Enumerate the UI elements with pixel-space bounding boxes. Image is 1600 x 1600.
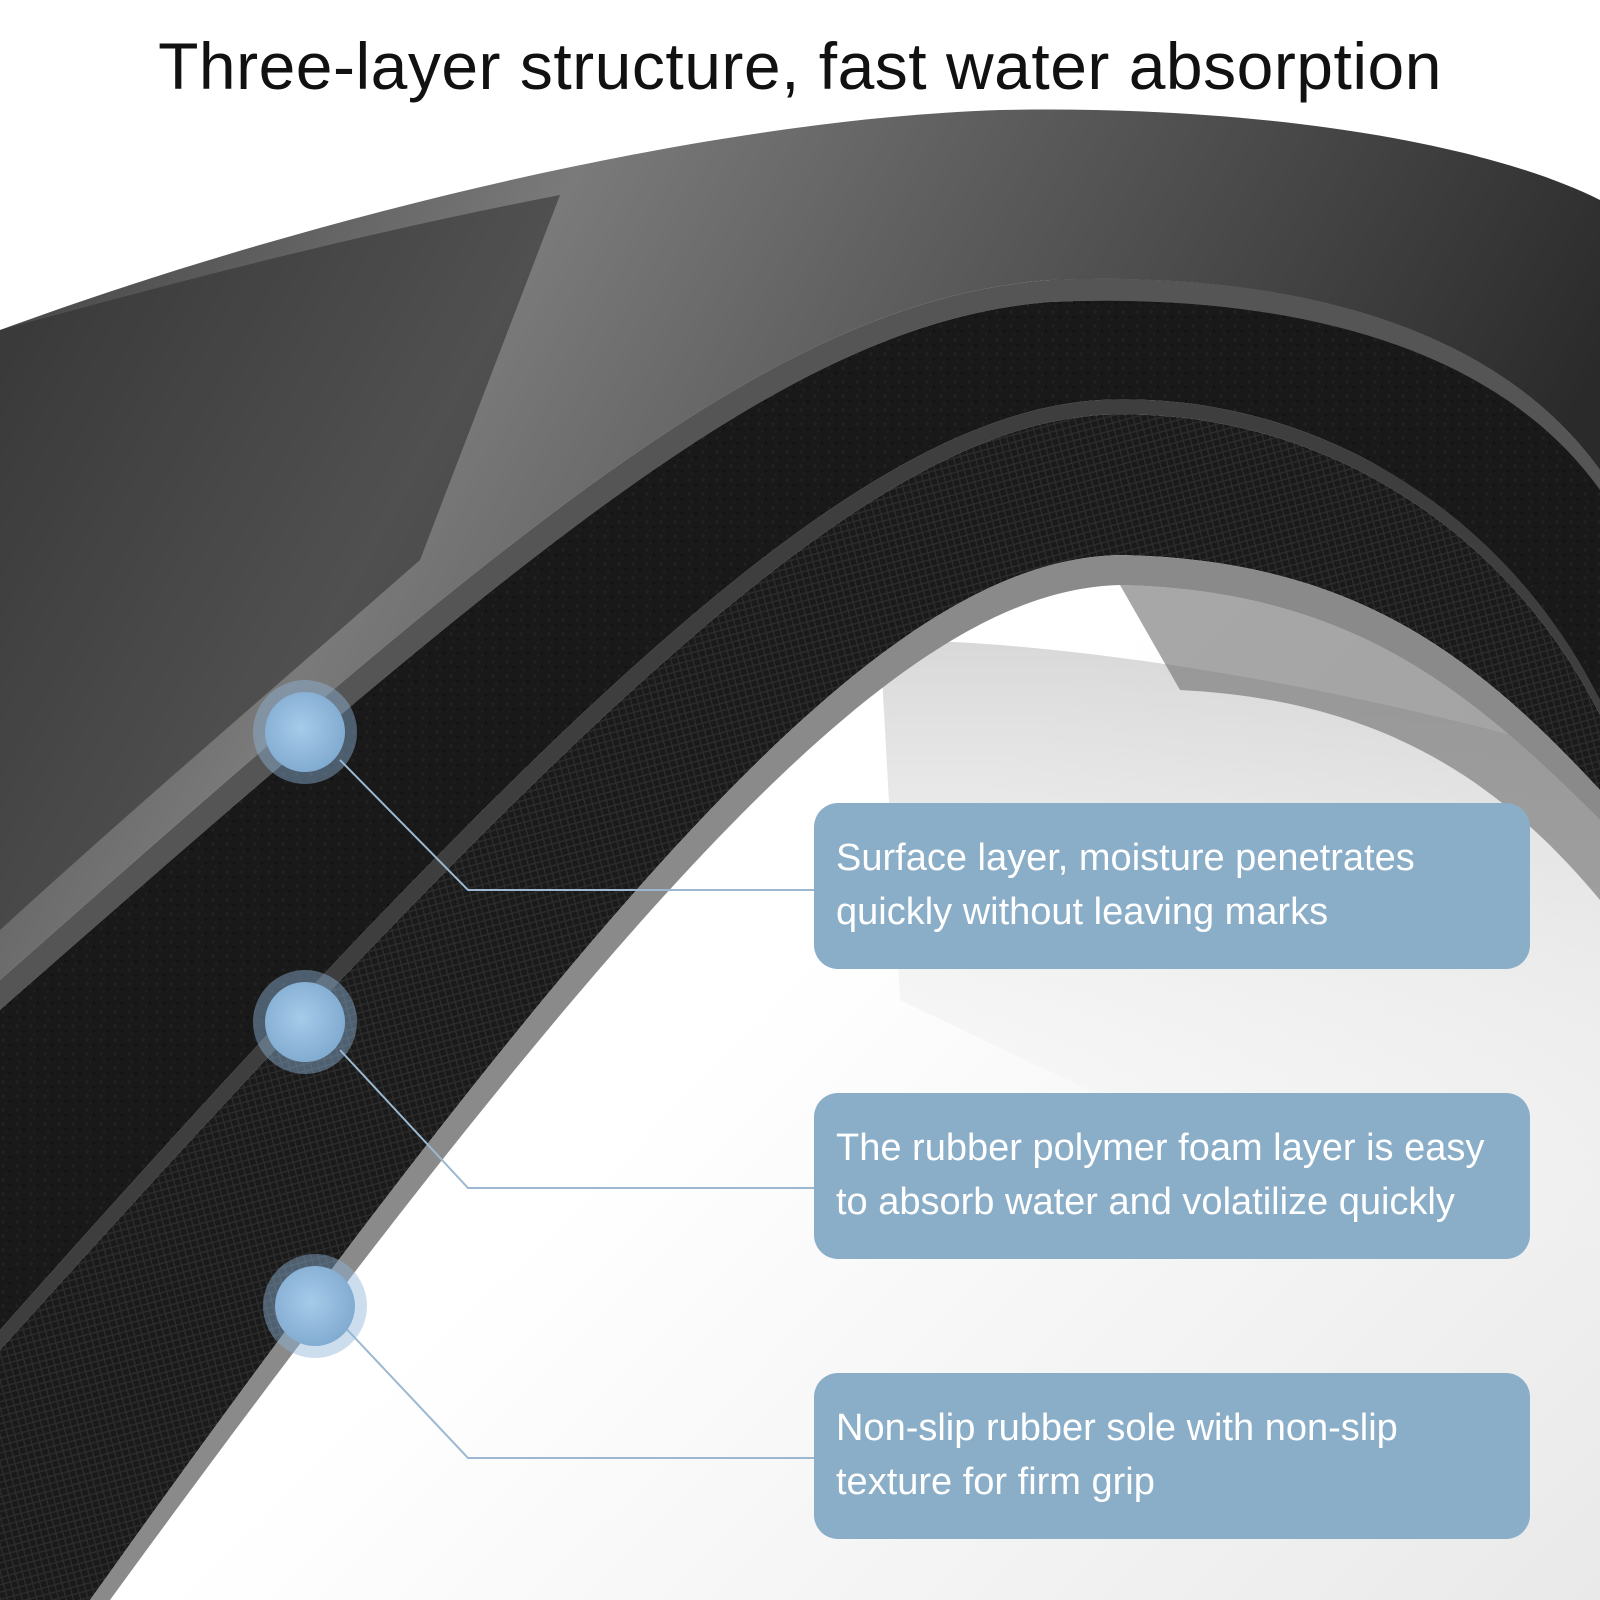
marker-foam xyxy=(253,970,357,1074)
marker-sole xyxy=(263,1254,367,1358)
callout-sole-text: Non-slip rubber sole with non-slip textu… xyxy=(836,1407,1398,1503)
callout-foam-layer: The rubber polymer foam layer is easy to… xyxy=(814,1093,1530,1259)
callout-foam-text: The rubber polymer foam layer is easy to… xyxy=(836,1127,1485,1223)
leader-line-sole xyxy=(339,1321,814,1459)
leader-line-surface xyxy=(339,759,814,891)
callout-surface-text: Surface layer, moisture penetrates quick… xyxy=(836,837,1415,933)
leader-line-foam xyxy=(339,1049,814,1189)
headline-title: Three-layer structure, fast water absorp… xyxy=(158,29,1442,103)
leader-lines xyxy=(339,759,814,1459)
marker-surface xyxy=(253,680,357,784)
callout-sole-layer: Non-slip rubber sole with non-slip textu… xyxy=(814,1373,1530,1539)
callout-surface-layer: Surface layer, moisture penetrates quick… xyxy=(814,803,1530,969)
